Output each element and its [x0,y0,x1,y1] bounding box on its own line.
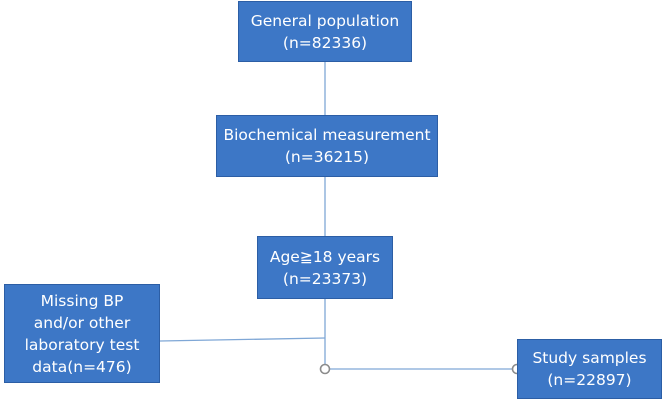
missing-data-box: Missing BP and/or other laboratory test … [4,284,160,383]
biochemical-measurement-count: (n=36215) [284,148,370,166]
missing-data-line-1: Missing BP [40,291,124,310]
age-filter-box: Age≧18 years (n=23373) [257,236,393,299]
junction-circle-left [319,363,331,375]
missing-data-line-3: laboratory test [24,335,140,354]
missing-data-line-4: data(n=476) [32,357,132,376]
connector-exclusion-branch [159,337,326,342]
study-samples-box: Study samples (n=22897) [517,339,662,399]
study-samples-count: (n=22897) [547,371,632,389]
general-population-count: (n=82336) [282,33,368,52]
age-filter-label: Age≧18 years [269,247,381,266]
general-population-box: General population (n=82336) [238,1,412,62]
biochemical-measurement-label: Biochemical measurement [223,126,431,144]
biochemical-measurement-box: Biochemical measurement (n=36215) [216,115,438,177]
age-filter-count: (n=23373) [282,269,368,288]
general-population-label: General population [250,11,400,30]
missing-data-line-2: and/or other [33,313,131,332]
study-samples-label: Study samples [532,349,647,367]
